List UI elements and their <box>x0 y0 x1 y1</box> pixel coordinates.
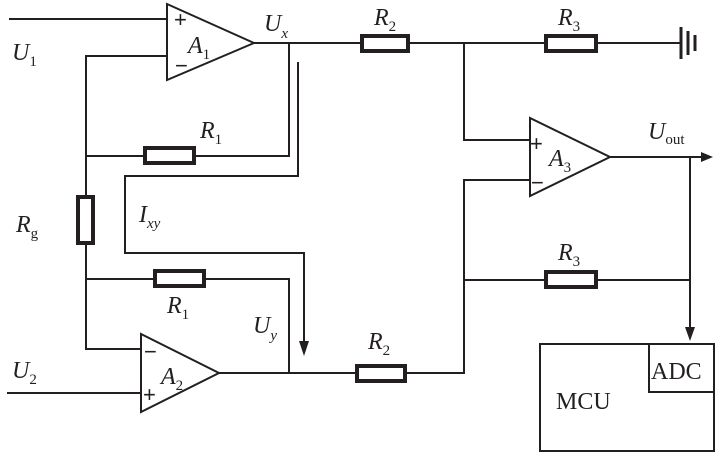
adc-block <box>648 343 715 393</box>
resistor-r3-top-label: R3 <box>557 5 580 35</box>
wire-r2-bottom-right <box>406 179 531 374</box>
uout-arrowhead <box>701 152 713 162</box>
resistor-r1-bottom <box>153 269 206 288</box>
resistor-rg-label: Rg <box>15 212 39 242</box>
adc-arrowhead <box>685 327 695 341</box>
node-uy-label: Uy <box>253 313 277 344</box>
resistor-r1-top-label: R1 <box>199 118 222 148</box>
opamp-a1 <box>166 2 257 82</box>
mcu-label: MCU <box>556 389 611 415</box>
wire-r1-top-feedback <box>195 42 290 157</box>
input-u1-label: U1 <box>12 40 37 70</box>
opamp-a1-label: A1 <box>186 33 210 63</box>
resistor-r1-bottom-label: R1 <box>166 293 189 323</box>
ixy-arrowhead <box>299 341 309 356</box>
ground-icon <box>679 27 697 59</box>
wire-a3-plus <box>463 42 531 141</box>
current-ixy-label: Ixy <box>138 202 161 232</box>
wire-a2-minus-column <box>85 244 142 350</box>
resistor-r1-top <box>143 146 196 165</box>
resistor-r3-bottom-label: R3 <box>557 240 580 270</box>
resistor-r2-bottom <box>355 364 407 383</box>
opamp-a2 <box>140 332 222 414</box>
resistor-r2-top-label: R2 <box>373 5 396 35</box>
opamp-a3-label: A3 <box>547 146 571 176</box>
wire-r1-bottom-right <box>205 278 290 374</box>
wiring <box>7 18 703 394</box>
output-uout-label: Uout <box>648 119 685 148</box>
node-ux-label: Ux <box>264 11 288 42</box>
a1-minus-sign: − <box>175 53 188 78</box>
opamp-a2-label: A2 <box>159 364 183 394</box>
input-u2-label: U2 <box>12 358 37 388</box>
opamp-a3 <box>529 116 613 198</box>
resistor-r3-bottom <box>544 270 598 289</box>
wire-ixy-current <box>124 62 305 343</box>
a3-plus-sign: + <box>530 131 543 156</box>
resistor-rg <box>76 195 95 245</box>
resistor-r2-top <box>360 34 410 53</box>
a3-minus-sign: − <box>531 170 544 195</box>
a2-minus-sign: − <box>144 339 157 364</box>
a1-plus-sign: + <box>174 7 187 32</box>
adc-label: ADC <box>651 359 702 385</box>
resistor-r3-top <box>544 34 598 53</box>
a2-plus-sign: + <box>143 382 156 407</box>
resistor-r2-bottom-label: R2 <box>367 329 390 359</box>
wire-a1-minus <box>85 55 168 196</box>
